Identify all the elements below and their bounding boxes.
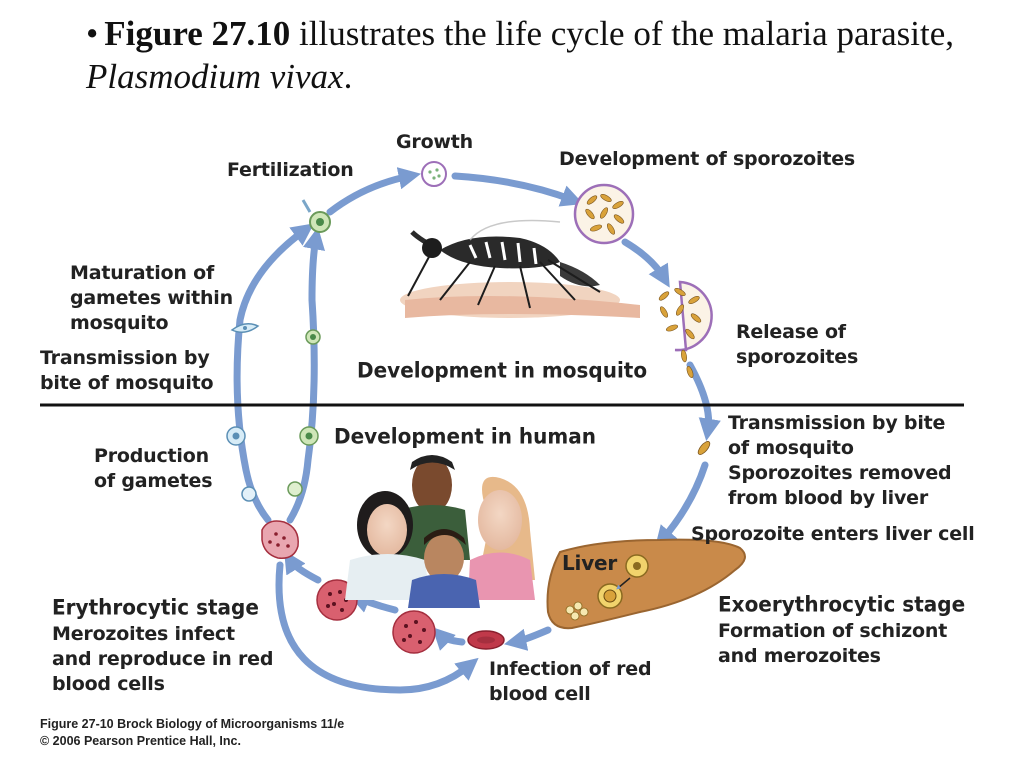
releasing-oocyst (658, 280, 713, 379)
growth-cell (421, 161, 447, 187)
credit-line-2: © 2006 Pearson Prentice Hall, Inc. (40, 734, 241, 748)
gametocytes (226, 426, 319, 502)
label-fertilization: Fertilization (227, 159, 354, 181)
slide-heading: •Figure 27.10 illustrates the life cycle… (86, 12, 986, 98)
label-sporozoite-enters-liver: Sporozoite enters liver cell (691, 523, 975, 545)
label-erythrocytic-stage: Erythrocytic stage (52, 594, 259, 620)
label-transmission-to-mosquito: Transmission by bite of mosquito (40, 347, 214, 394)
people-illustration (345, 455, 535, 608)
arrow-fertilization-to-growth (326, 167, 421, 216)
label-liver: Liver (562, 551, 618, 575)
mosquito-illustration (400, 219, 640, 318)
arrow-sporozoites-to-release (621, 238, 670, 288)
label-merozoites-infect: Merozoites infect and reproduce in red b… (52, 623, 274, 695)
arrow-erythro-loop (284, 550, 322, 584)
arrow-liver-to-rbc (504, 626, 552, 651)
female-gamete-cell (305, 329, 321, 345)
arrow-to-liver (654, 461, 709, 549)
arrow-rbc-infection (432, 627, 466, 651)
arrow-erythro-return (275, 561, 479, 694)
figure-ref: Figure 27.10 (104, 14, 291, 53)
fertilization-cell (301, 199, 331, 233)
species-name: Plasmodium vivax (86, 57, 344, 96)
label-schizont-formation: Formation of schizont and merozoites (718, 620, 948, 667)
arrow-release-to-human (686, 361, 721, 442)
figure-credit: Figure 27-10 Brock Biology of Microorgan… (40, 716, 344, 750)
bullet: • (86, 14, 99, 53)
arrow-gamete-path-right (286, 226, 326, 524)
label-growth: Growth (396, 131, 473, 153)
heading-end: . (343, 57, 353, 96)
label-maturation-of-gametes: Maturation of gametes within mosquito (70, 262, 233, 334)
arrow-gamete-path-left (233, 223, 315, 524)
label-exoerythrocytic-stage: Exoerythrocytic stage (718, 591, 966, 617)
label-release-of-sporozoites: Release of sporozoites (736, 321, 859, 368)
label-transmission-to-human: Transmission by bite of mosquito Sporozo… (728, 412, 952, 509)
sporozoite-oocyst (573, 183, 635, 245)
section-title-human: Development in human (334, 423, 596, 449)
liver-illustration (546, 538, 746, 630)
arrow-growth-to-sporozoites (451, 172, 584, 207)
section-title-mosquito: Development in mosquito (357, 357, 648, 383)
credit-line-1: Figure 27-10 Brock Biology of Microorgan… (40, 717, 345, 731)
heading-text: illustrates the life cycle of the malari… (290, 14, 955, 53)
male-gamete-cell (230, 323, 260, 333)
cycle-arrows (233, 167, 721, 694)
label-infection-of-rbc: Infection of red blood cell (489, 658, 652, 705)
label-production-of-gametes: Production of gametes (94, 445, 213, 492)
label-development-of-sporozoites: Development of sporozoites (559, 148, 856, 170)
sporozoite-single (697, 441, 711, 455)
